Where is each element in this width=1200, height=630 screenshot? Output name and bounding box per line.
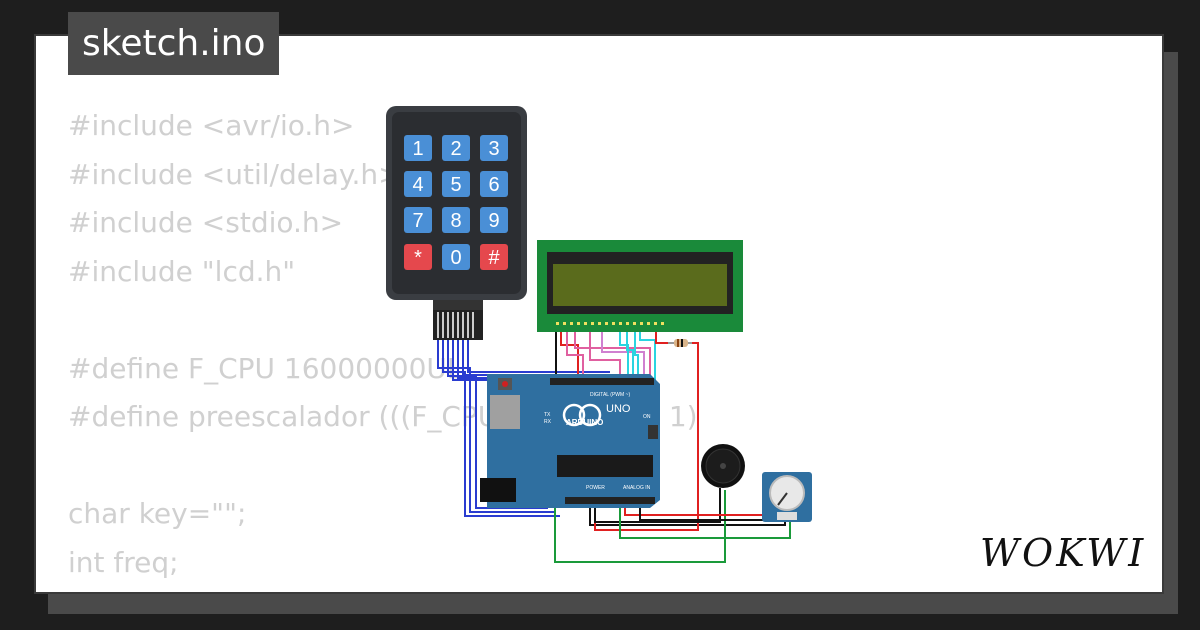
keypad-key[interactable] (480, 207, 508, 233)
keypad-key-label: 3 (488, 138, 499, 160)
lcd-pin (584, 322, 587, 325)
lcd-pin (598, 322, 601, 325)
lcd-pin (633, 322, 636, 325)
potentiometer-icon[interactable] (762, 472, 812, 522)
tx-label: TX (544, 412, 551, 418)
code-line: #include <avr/io.h> (68, 109, 355, 142)
arduino-brand: ARDUINO (566, 418, 603, 427)
keypad-key-label: 1 (412, 138, 423, 160)
keypad-key[interactable] (480, 135, 508, 161)
code-line: #include "lcd.h" (68, 254, 296, 288)
lcd-pin (654, 322, 657, 325)
lcd-pin (577, 322, 580, 325)
lcd-pin (563, 322, 566, 325)
keypad-key[interactable] (404, 207, 432, 233)
code-line: int freq; (68, 545, 179, 579)
keypad-key-label: 9 (488, 210, 499, 232)
buzzer-icon[interactable] (701, 444, 745, 488)
arduino-logo-icon (562, 403, 586, 427)
digital-label: DIGITAL (PWM ~) (590, 392, 630, 398)
lcd-display[interactable] (537, 240, 743, 332)
code-editor: #include <avr/io.h> #include <util/delay… (68, 102, 698, 587)
lcd-pin (647, 322, 650, 325)
lcd-pin (570, 322, 573, 325)
keypad-key[interactable] (442, 171, 470, 197)
wokwi-logo-icon: WOKWI (980, 531, 1146, 575)
lcd-pin (605, 322, 608, 325)
keypad-key-label: * (414, 247, 422, 269)
keypad-key-label: 5 (450, 174, 461, 196)
rx-label: RX (544, 419, 552, 425)
keypad-key[interactable] (480, 171, 508, 197)
code-line: char key=""; (68, 497, 247, 530)
power-label: POWER (586, 485, 605, 491)
on-label: ON (643, 414, 651, 420)
code-line: #include <util/delay.h> (68, 157, 402, 191)
keypad-key-label: 2 (450, 138, 461, 160)
keypad-key[interactable] (404, 244, 432, 270)
keypad-key-label: 4 (412, 174, 423, 196)
keypad-key[interactable] (404, 135, 432, 161)
keypad-key-label: 7 (412, 210, 423, 232)
keypad-key[interactable] (404, 171, 432, 197)
file-tab[interactable]: sketch.ino (68, 12, 280, 75)
code-line: #define F_CPU 16000000UL (68, 351, 463, 385)
keypad-key[interactable] (480, 244, 508, 270)
membrane-keypad[interactable]: 1 2 3 4 5 6 7 8 9 * 0 # (386, 106, 527, 340)
keypad-key-label: 0 (450, 247, 461, 269)
keypad-key[interactable] (442, 135, 470, 161)
lcd-pin (626, 322, 629, 325)
lcd-pin (661, 322, 664, 325)
lcd-pin (619, 322, 622, 325)
analog-label: ANALOG IN (623, 485, 651, 491)
keypad-key[interactable] (442, 207, 470, 233)
keypad-key[interactable] (442, 244, 470, 270)
lcd-pin (556, 322, 559, 325)
code-line: #include <stdio.h> (68, 206, 344, 239)
brand-logo-text: WOKWI (980, 531, 1146, 575)
resistor-icon[interactable] (668, 339, 692, 347)
keypad-key-label: 8 (450, 210, 461, 232)
arduino-model: UNO (606, 403, 631, 415)
lcd-pin (612, 322, 615, 325)
keypad-key-label: 6 (488, 174, 499, 196)
arduino-uno-board[interactable]: UNO ARDUINO DIGITAL (PWM ~) POWER ANALOG… (480, 374, 660, 508)
lcd-pin (640, 322, 643, 325)
keypad-key-label: # (488, 247, 500, 269)
lcd-pin (591, 322, 594, 325)
